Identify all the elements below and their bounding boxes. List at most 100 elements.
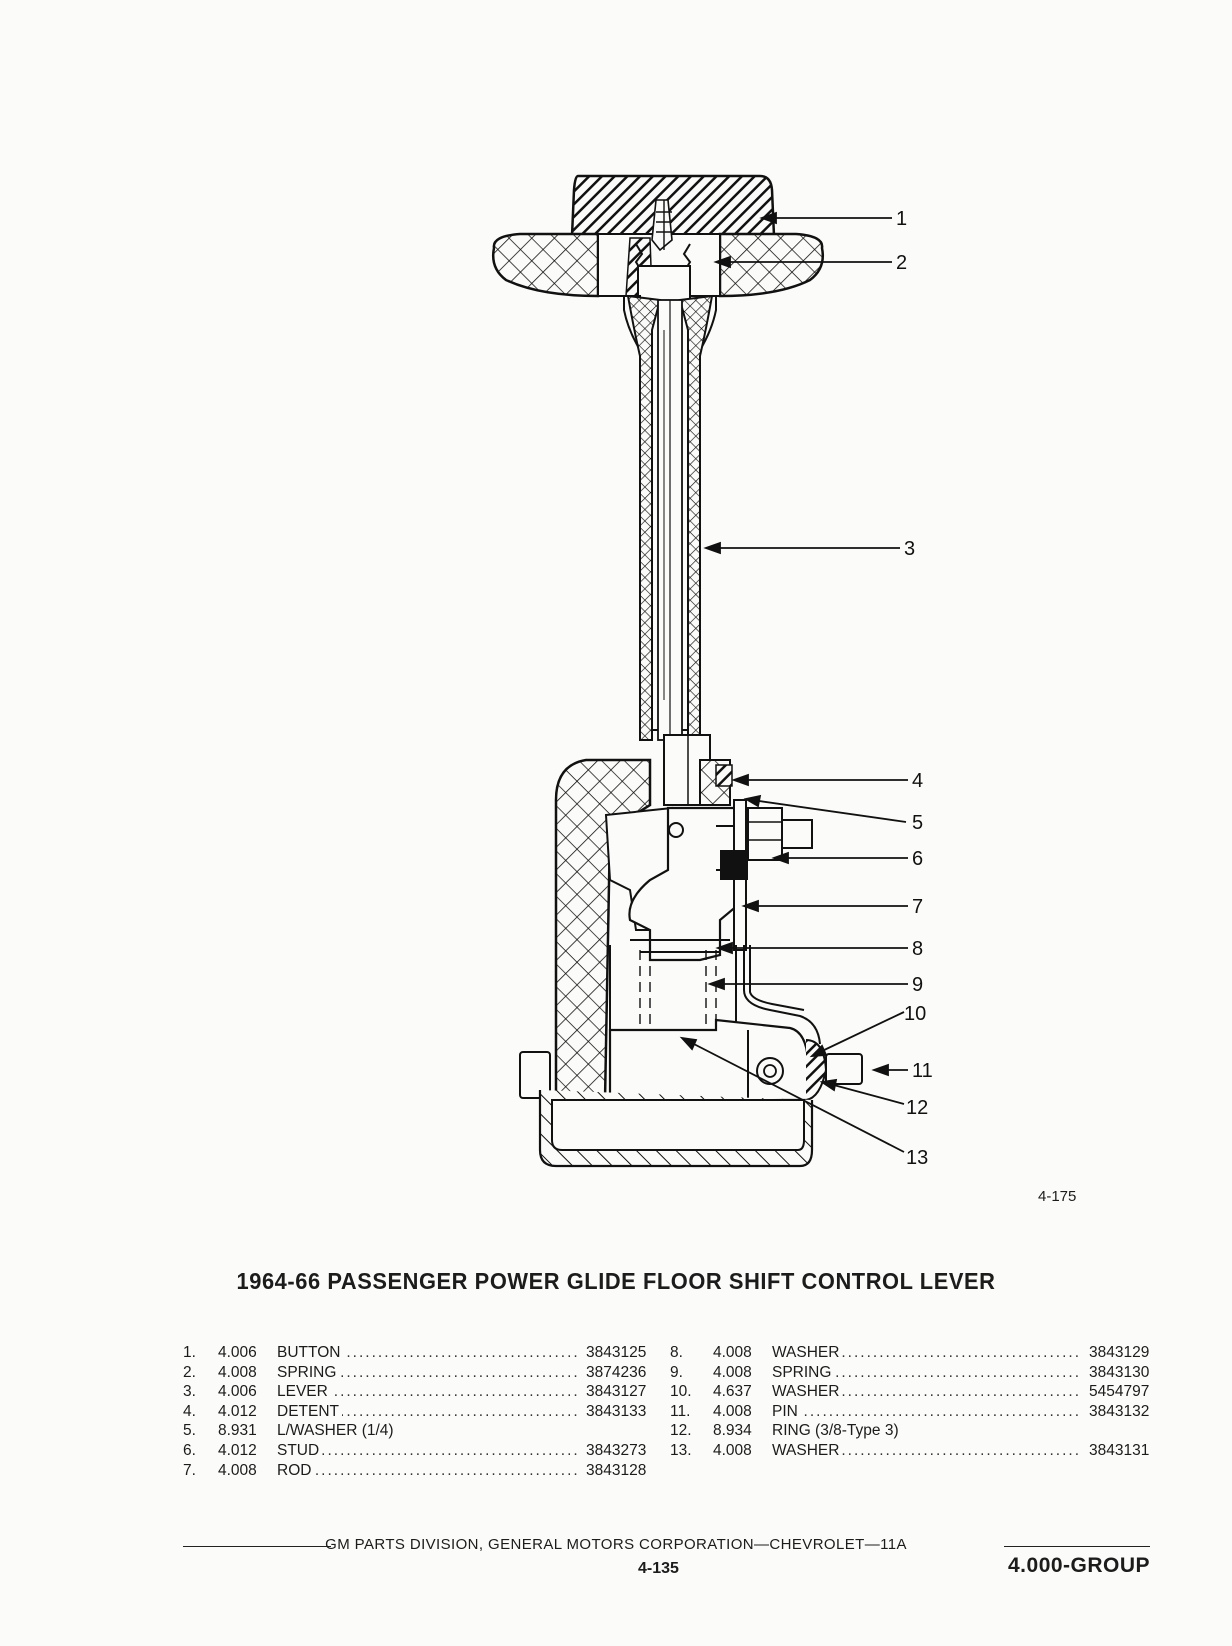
callout-11: 11 bbox=[912, 1060, 933, 1082]
group-label: 4.000-GROUP bbox=[1008, 1554, 1151, 1577]
part-row: 6. 4.012.................................… bbox=[183, 1440, 653, 1461]
callout-7: 7 bbox=[912, 896, 923, 918]
footer-rule-left bbox=[183, 1546, 331, 1547]
leader-dots: ........................................… bbox=[772, 1363, 1078, 1381]
callout-lines bbox=[679, 211, 908, 1153]
part-number: 3843131 bbox=[1089, 1441, 1150, 1459]
group-number: 8.934 bbox=[713, 1422, 752, 1440]
group-number: 8.931 bbox=[218, 1422, 257, 1440]
item-number: 7. bbox=[183, 1461, 196, 1479]
part-row: 1. 4.006.................................… bbox=[183, 1343, 653, 1363]
part-name: LEVER bbox=[277, 1382, 331, 1402]
group-number: 4.012 bbox=[218, 1402, 257, 1420]
group-number: 4.008 bbox=[713, 1363, 752, 1381]
item-number: 2. bbox=[183, 1363, 196, 1381]
page-title: 1964-66 PASSENGER POWER GLIDE FLOOR SHIF… bbox=[236, 1268, 996, 1294]
leader-dots: ........................................… bbox=[277, 1344, 577, 1361]
shift-housing bbox=[519, 758, 863, 1168]
group-number: 4.006 bbox=[218, 1344, 257, 1361]
part-name: ROD bbox=[277, 1460, 315, 1481]
callout-10: 10 bbox=[904, 1003, 926, 1025]
part-name: WASHER bbox=[772, 1440, 843, 1461]
callout-6: 6 bbox=[912, 848, 923, 870]
part-number: 3874236 bbox=[586, 1363, 647, 1381]
group-number: 4.008 bbox=[218, 1461, 257, 1479]
part-row: 4.4.012.................................… bbox=[183, 1401, 653, 1422]
part-name: RING (3/8-Type 3) bbox=[772, 1421, 902, 1441]
item-number: 6. bbox=[183, 1441, 196, 1459]
footer-rule-right bbox=[1004, 1546, 1150, 1547]
callout-2: 2 bbox=[896, 252, 907, 274]
part-number: 3843127 bbox=[586, 1383, 647, 1401]
leader-dots: ........................................… bbox=[772, 1344, 1078, 1361]
item-number: 3. bbox=[183, 1383, 196, 1401]
part-row: 2. 4.008.................................… bbox=[183, 1362, 653, 1383]
part-name: L/WASHER (1/4) bbox=[277, 1421, 397, 1441]
leader-dots: ........................................… bbox=[772, 1402, 1078, 1420]
part-name: STUD bbox=[277, 1440, 323, 1461]
shift-knob bbox=[492, 174, 824, 303]
item-number: 10. bbox=[670, 1383, 692, 1401]
footer-publisher: GM PARTS DIVISION, GENERAL MOTORS CORPOR… bbox=[325, 1536, 907, 1553]
part-row: 13. 4.008................................… bbox=[670, 1440, 1154, 1461]
group-number: 4.012 bbox=[218, 1441, 257, 1459]
group-number: 4.008 bbox=[218, 1363, 257, 1381]
part-name: BUTTON bbox=[277, 1343, 344, 1363]
part-number: 5454797 bbox=[1089, 1383, 1150, 1401]
part-row: 8. 4.008.................................… bbox=[670, 1343, 1154, 1363]
part-row: 9. 4.008.................................… bbox=[670, 1362, 1154, 1383]
part-row: 5. 8.931 L/WASHER (1/4) bbox=[183, 1421, 653, 1441]
part-number: 3843273 bbox=[586, 1441, 647, 1459]
item-number: 5. bbox=[183, 1422, 196, 1440]
group-number: 4.006 bbox=[218, 1383, 257, 1401]
shift-lever bbox=[623, 294, 717, 806]
part-row: 3. 4.006.................................… bbox=[183, 1382, 653, 1402]
part-row: 11. 4.008................................… bbox=[670, 1401, 1154, 1422]
leader-dots: ........................................… bbox=[277, 1441, 577, 1459]
part-row: 12. 8.934 RING (3/8-Type 3) bbox=[670, 1421, 1154, 1441]
item-number: 9. bbox=[670, 1363, 683, 1381]
callout-3: 3 bbox=[904, 538, 915, 560]
part-row: 7. 4.008.................................… bbox=[183, 1460, 653, 1481]
callout-1: 1 bbox=[896, 208, 907, 230]
callout-8: 8 bbox=[912, 938, 923, 960]
item-number: 11. bbox=[670, 1402, 691, 1420]
callout-5: 5 bbox=[912, 812, 923, 834]
part-number: 3843130 bbox=[1089, 1363, 1150, 1381]
group-number: 4.008 bbox=[713, 1441, 752, 1459]
shift-lever-cross-section-diagram: 1 2 3 4 5 6 7 8 9 10 11 12 13 bbox=[492, 174, 933, 1169]
callout-13: 13 bbox=[906, 1147, 928, 1169]
leader-dots: ........................................… bbox=[277, 1383, 577, 1401]
part-number: 3843132 bbox=[1089, 1402, 1150, 1420]
leader-dots: ........................................… bbox=[277, 1461, 577, 1479]
callout-9: 9 bbox=[912, 974, 923, 996]
part-name: SPRING bbox=[772, 1362, 835, 1383]
part-name: DETENT bbox=[277, 1401, 342, 1422]
group-number: 4.008 bbox=[713, 1402, 752, 1420]
parts-list-right: 8. 4.008.................................… bbox=[670, 1343, 1154, 1461]
part-name: SPRING bbox=[277, 1362, 340, 1383]
part-number: 3843125 bbox=[586, 1344, 647, 1361]
part-name: WASHER bbox=[772, 1343, 843, 1363]
part-name: WASHER bbox=[772, 1382, 843, 1402]
callout-4: 4 bbox=[912, 770, 923, 792]
item-number: 13. bbox=[670, 1441, 692, 1459]
parts-list-left: 1. 4.006.................................… bbox=[183, 1343, 653, 1481]
leader-dots: ........................................… bbox=[772, 1383, 1078, 1401]
leader-dots: ........................................… bbox=[277, 1363, 577, 1381]
callout-12: 12 bbox=[906, 1097, 928, 1119]
figure-id: 4-175 bbox=[1038, 1188, 1077, 1205]
item-number: 8. bbox=[670, 1344, 683, 1361]
leader-dots: ........................................… bbox=[772, 1441, 1078, 1459]
part-number: 3843128 bbox=[586, 1461, 647, 1479]
part-name: PIN bbox=[772, 1401, 801, 1422]
part-number: 3843133 bbox=[586, 1402, 647, 1420]
page-number: 4-135 bbox=[638, 1560, 679, 1577]
callout-numbers: 1 2 3 4 5 6 7 8 9 10 11 12 13 bbox=[896, 208, 933, 1169]
item-number: 1. bbox=[183, 1344, 196, 1361]
group-number: 4.637 bbox=[713, 1383, 752, 1401]
leader-dots: ........................................… bbox=[277, 1402, 577, 1420]
item-number: 12. bbox=[670, 1422, 692, 1440]
group-number: 4.008 bbox=[713, 1344, 752, 1361]
part-number: 3843129 bbox=[1089, 1344, 1150, 1361]
